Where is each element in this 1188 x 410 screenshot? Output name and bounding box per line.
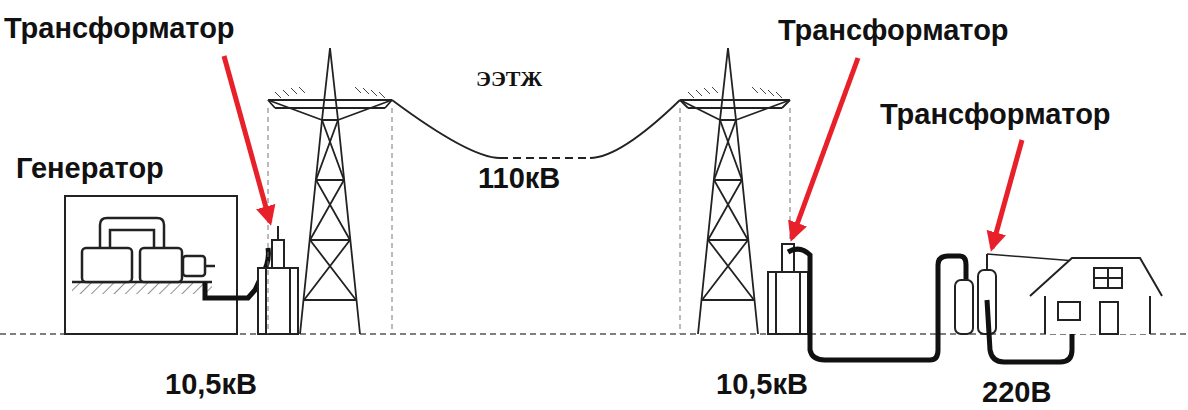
- voltage-label: 110кВ: [478, 164, 560, 193]
- leader-arrow: [224, 56, 270, 222]
- transmission-tower: [268, 48, 392, 334]
- generator-symbol: [72, 218, 215, 294]
- overhead-wire: [590, 100, 680, 158]
- guide-line: [680, 108, 681, 334]
- overhead-wire: [392, 100, 500, 158]
- transformer-label: Трансформатор: [4, 14, 235, 43]
- voltage-label: 220В: [982, 378, 1051, 407]
- generator-hall: [65, 196, 237, 334]
- overhead-wire: [500, 157, 590, 159]
- house: [1030, 258, 1162, 334]
- leader-arrow: [992, 140, 1022, 248]
- voltage-label: 10,5кВ: [716, 370, 808, 399]
- transformer-label: Трансформатор: [778, 16, 1009, 45]
- transformer-label: Трансформатор: [880, 100, 1111, 129]
- generator-label: Генератор: [16, 154, 164, 183]
- line-label: ЭЭТЖ: [476, 68, 542, 90]
- cable: [788, 249, 966, 360]
- step-down-transformer: [768, 244, 808, 334]
- voltage-label: 10,5кВ: [165, 370, 257, 399]
- step-up-transformer: [258, 226, 298, 334]
- guide-line: [392, 108, 393, 334]
- leader-arrow: [792, 58, 858, 238]
